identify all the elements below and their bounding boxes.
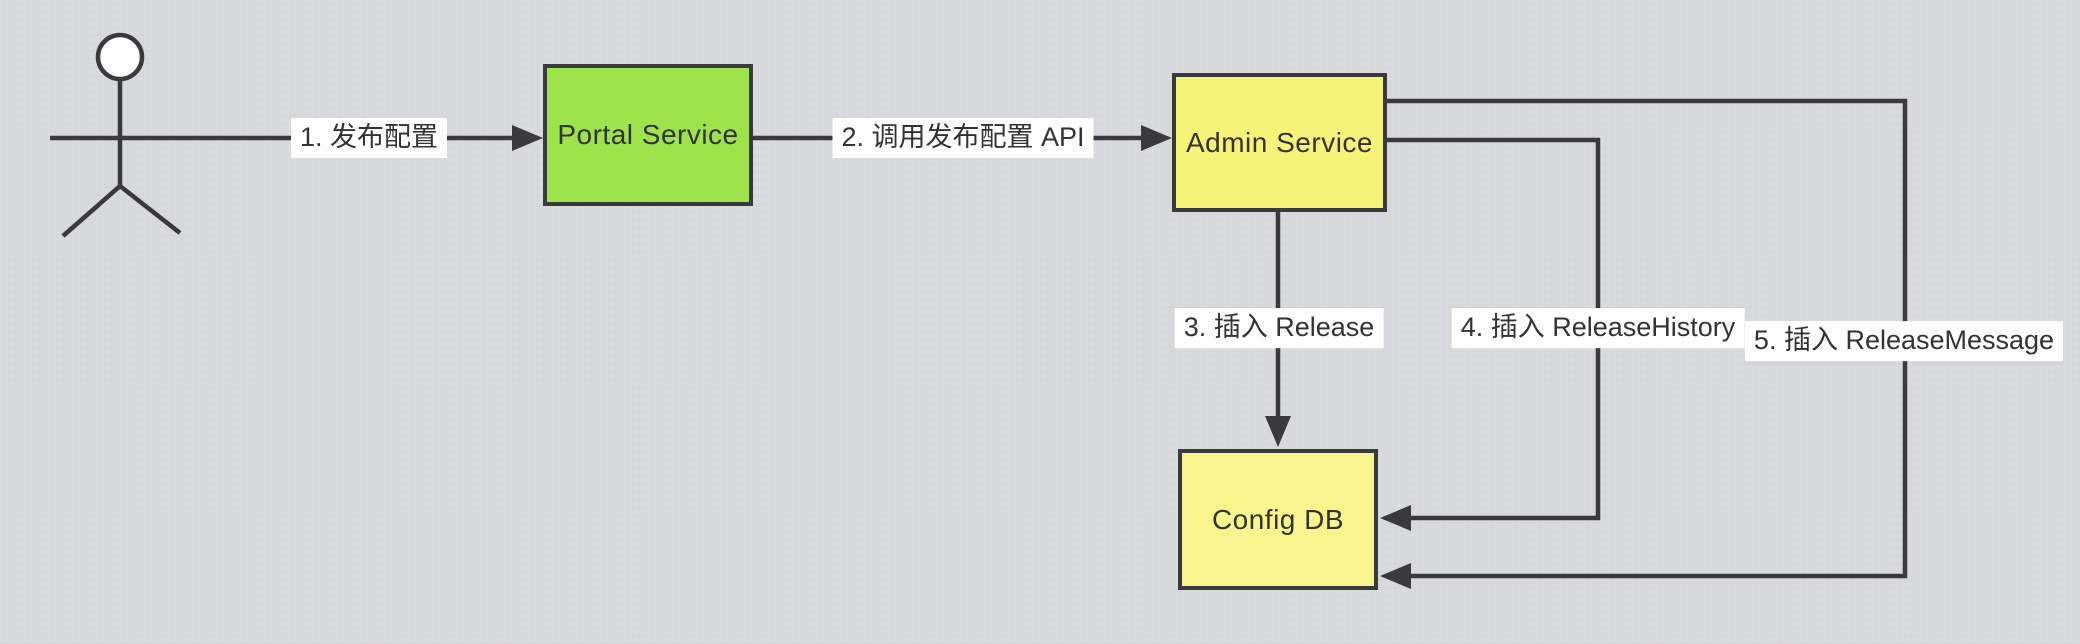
arrowheads [512, 125, 1411, 589]
arrowhead-into-portal [512, 125, 543, 151]
node-portal-service-label: Portal Service [557, 119, 739, 150]
actor-legs [61, 183, 182, 238]
actor-head [95, 32, 145, 82]
arrowhead-into-configdb-top [1265, 416, 1291, 447]
message-3-label: 3. 插入 Release [1174, 308, 1384, 348]
message-4-label: 4. 插入 ReleaseHistory [1451, 308, 1745, 348]
arrowhead-into-configdb-right-upper [1380, 505, 1411, 531]
message-1-label: 1. 发布配置 [290, 118, 448, 158]
wire-strokes [50, 32, 1908, 579]
node-config-db-label: Config DB [1211, 503, 1345, 535]
node-config-db: Config DB [1178, 449, 1378, 590]
node-admin-service: Admin Service [1172, 73, 1387, 212]
message-2-label: 2. 调用发布配置 API [832, 118, 1094, 158]
message-5-label: 5. 插入 ReleaseMessage [1744, 321, 2064, 361]
arrowhead-into-configdb-right-lower [1380, 563, 1411, 589]
arrowhead-into-admin [1141, 125, 1172, 151]
node-portal-service: Portal Service [543, 64, 753, 206]
node-admin-service-label: Admin Service [1185, 126, 1373, 158]
